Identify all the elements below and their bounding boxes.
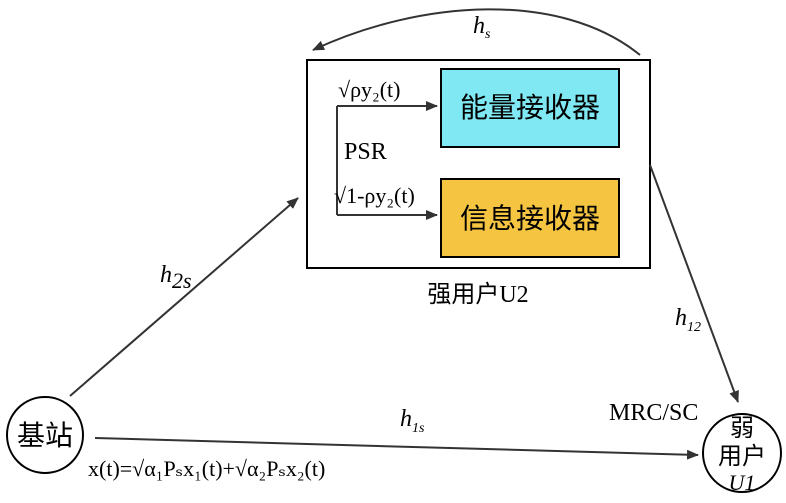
weak-user-node	[702, 413, 782, 493]
h1s-label: h1s	[400, 406, 425, 436]
h1s-arrow	[94, 437, 699, 460]
mrc-sc-label: MRC/SC	[609, 400, 698, 426]
info-receiver-label: 信息接收器	[460, 203, 600, 235]
weak-user-label-line2: 用户	[718, 443, 766, 470]
h2s-label: h2s	[160, 262, 192, 293]
base-station-label: 基站	[17, 420, 73, 452]
weak-user-label-line3: U1	[729, 470, 756, 495]
hs-label: hs	[473, 13, 491, 42]
strong-user-label: 强用户U2	[427, 281, 528, 308]
strong-user-box	[306, 59, 651, 269]
psr-label: PSR	[344, 139, 387, 165]
h12-label: h12	[675, 305, 701, 335]
transmit-signal-label: x(t)=√α₁Pₛx₁(t)+√α₂Pₛx₂(t)	[88, 456, 325, 481]
base-station-node	[6, 396, 84, 474]
energy-branch-label: √ρy₂(t)	[338, 77, 401, 102]
energy-receiver-box	[440, 68, 620, 148]
hs-feedback-arrow	[312, 8, 641, 56]
h12-arrow	[649, 164, 739, 403]
info-receiver-box	[440, 178, 620, 258]
info-branch-label: √1-ρy₂(t)	[334, 183, 415, 208]
energy-receiver-label: 能量接收器	[460, 92, 600, 124]
weak-user-label-line1: 弱	[730, 416, 754, 442]
h2s-arrow	[69, 197, 299, 397]
